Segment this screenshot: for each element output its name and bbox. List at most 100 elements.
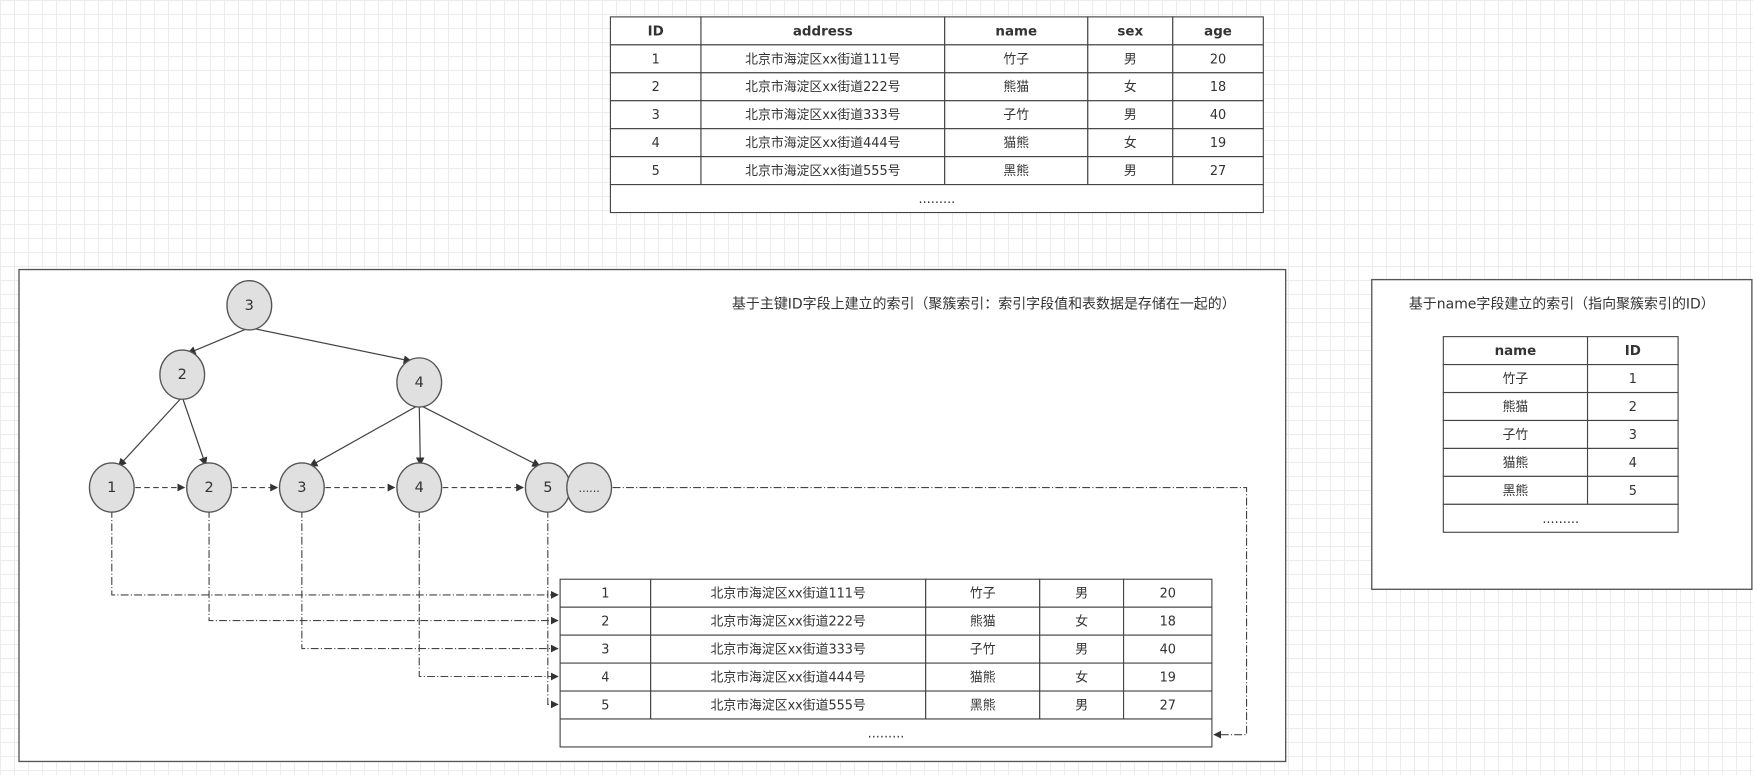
cell-value: 男 [1075,587,1088,602]
cell-value: 4 [601,671,609,686]
cell-value: 猫熊 [970,670,996,686]
column-header: address [793,24,853,39]
table-cell [1586,391,1679,422]
cell-value: 5 [601,698,609,713]
cell-value: 女 [1124,79,1137,95]
table-cell [1442,447,1589,477]
table-cell [1442,364,1589,394]
column-header: ID [1625,344,1641,359]
cell-value: 北京市海淀区xx街道333号 [745,107,900,123]
cell-value: 竹子 [970,587,996,602]
table-cell [700,156,946,186]
cell-value: 19 [1160,671,1176,686]
table-cell [925,690,1041,720]
node-label: 2 [204,480,213,496]
table-cell [1087,100,1174,130]
cell-value: 子竹 [970,643,996,658]
column-header: ID [648,24,664,39]
cell-value: 5 [1629,484,1637,499]
table-cell [650,634,927,664]
table-cell [1586,364,1679,394]
cell-value: 猫熊 [1503,455,1529,471]
tree-more-node: ...... [566,462,613,513]
tree-leaf-node: 3 [278,462,325,513]
node-label: 3 [245,298,254,314]
table-cell [700,128,946,158]
cell-value: 北京市海淀区xx街道111号 [711,586,866,602]
cell-value: 熊猫 [1003,79,1029,95]
cell-value: 2 [1629,400,1637,415]
cell-value: 北京市海淀区xx街道111号 [745,51,900,67]
tree-leaf-node: 4 [396,462,443,513]
table-cell [1586,447,1679,477]
table-cell [650,606,927,636]
table-row: 1 北京市海淀区xx街道111号 竹子 男 20 [609,44,1264,74]
cell-value: 熊猫 [1503,399,1529,415]
table-cell [650,578,927,608]
cell-value: 男 [1124,52,1137,67]
table-row: 1 北京市海淀区xx街道111号 竹子 男 20 [559,578,1213,608]
table-cell [925,634,1041,664]
table-cell [559,690,652,720]
table-cell [944,44,1089,74]
cell-value: 20 [1210,52,1226,67]
cell-value: 3 [1629,428,1637,443]
node-label: ...... [579,482,600,495]
node-label: 4 [415,375,424,391]
node-label: 4 [415,480,424,496]
table-cell [925,662,1041,692]
clustered-index-title: 基于主键ID字段上建立的索引（聚簇索引：索引字段值和表数据是存储在一起的） [732,296,1236,313]
cell-value: 27 [1210,164,1226,179]
table-cell [1586,475,1679,505]
ellipsis-text: ......... [1542,512,1579,527]
tree-root-node: 3 [226,280,273,331]
table-cell [944,156,1089,186]
table-cell [609,100,702,130]
cell-value: 1 [652,52,660,67]
table-cell [1442,475,1589,505]
tree-leaf-node: 1 [88,462,135,513]
cell-value: 北京市海淀区xx街道333号 [711,642,866,658]
cell-value: 女 [1124,135,1137,151]
cell-value: 19 [1210,136,1226,151]
table-cell [1172,100,1264,130]
cell-value: 女 [1075,614,1088,630]
table-cell [1172,156,1264,186]
table-cell [944,128,1089,158]
table-row: 熊猫 2 [1442,391,1679,422]
column-header: age [1204,24,1232,39]
node-label: 3 [297,480,306,496]
cell-value: 40 [1210,108,1226,123]
cell-value: 4 [1629,456,1637,471]
cell-value: 竹子 [1003,52,1029,67]
tree-inner-node: 2 [159,349,206,400]
cell-value: 20 [1160,587,1176,602]
cell-value: 熊猫 [970,614,996,630]
cell-value: 男 [1075,643,1088,658]
column-header: name [995,24,1037,39]
table-footer-row [1442,503,1679,533]
table-cell [1172,44,1264,74]
tree-inner-node: 4 [396,357,443,408]
table-cell [1586,419,1679,449]
cell-value: 5 [652,164,660,179]
cell-value: 1 [601,587,609,602]
table-cell [700,100,946,130]
cell-value: 4 [652,136,660,151]
cell-value: 40 [1160,643,1176,658]
ellipsis-text: ......... [918,192,955,207]
tree-leaf-node: 2 [186,462,233,513]
table-cell [1087,72,1174,102]
table-cell [925,578,1041,608]
tree-leaf-node: 5 [524,462,571,513]
table-cell [944,100,1089,130]
table-cell [1123,606,1213,636]
